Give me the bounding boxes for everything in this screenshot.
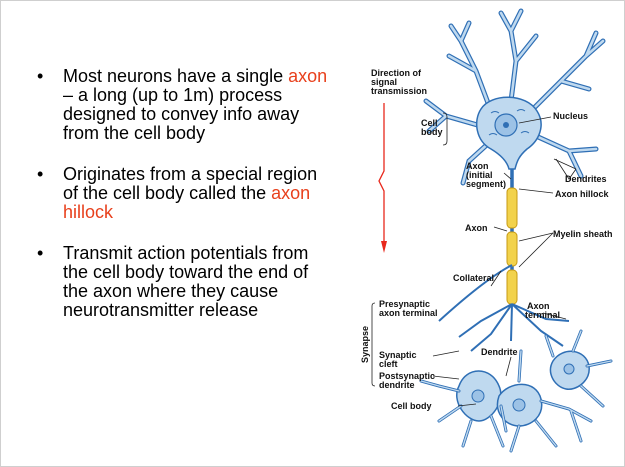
neuron-diagram: Direction of signal transmission	[360, 8, 613, 453]
bullet-text-pre: Transmit action potentials from the cell…	[63, 243, 309, 320]
lower-dendrites-fill	[420, 330, 612, 452]
bullet-dot: •	[37, 164, 44, 184]
axon-terminal-label-1: Axon	[527, 301, 550, 311]
axon-initial-label-3: segment)	[466, 179, 506, 189]
collateral-branch	[438, 264, 513, 322]
synaptic-cleft-label-1: Synaptic	[379, 350, 417, 360]
bullet-dot: •	[37, 66, 44, 86]
synaptic-cleft-label-2: cleft	[379, 359, 398, 369]
myelin-sheath-segments	[506, 187, 518, 305]
myelin-sheath-label: Myelin sheath	[553, 229, 613, 239]
bullet-text: Originates from a special region of the …	[63, 165, 337, 222]
axon-terminal-label-2: terminal	[525, 310, 560, 320]
bullet-item: • Most neurons have a single axon – a lo…	[37, 67, 337, 143]
callout-lines	[371, 112, 577, 407]
nucleolus	[503, 122, 509, 128]
bullet-item: • Transmit action potentials from the ce…	[37, 244, 337, 320]
bullet-list: • Most neurons have a single axon – a lo…	[37, 67, 337, 342]
cell-body-label-2: body	[421, 127, 443, 137]
bullet-text-pre: Most neurons have a single	[63, 66, 289, 86]
collateral-label: Collateral	[453, 273, 494, 283]
axon-initial-label-1: Axon	[466, 161, 489, 171]
axon-label: Axon	[465, 223, 488, 233]
direction-arrow	[378, 103, 387, 253]
highlight-axon: axon	[288, 66, 328, 86]
organelles	[488, 109, 530, 136]
bullet-text: Transmit action potentials from the cell…	[63, 244, 337, 320]
synapse-label: Synapse	[360, 326, 370, 363]
direction-label-3: transmission	[371, 86, 427, 96]
bullet-text-post: – a long (up to 1m) process designed to …	[63, 85, 300, 143]
bullet-text-pre: Originates from a special region of the …	[63, 164, 318, 203]
axon-hillock-label: Axon hillock	[555, 189, 610, 199]
highlight-axon-hillock: axon hillock	[63, 183, 311, 222]
nucleus-label: Nucleus	[553, 111, 588, 121]
cell-body-bottom-label: Cell body	[391, 401, 432, 411]
postsynaptic-label-1: Postsynaptic	[379, 371, 435, 381]
bullet-item: • Originates from a special region of th…	[37, 165, 337, 222]
presynaptic-label-1: Presynaptic	[379, 299, 430, 309]
axon-terminals	[458, 303, 570, 352]
lower-neurons	[456, 350, 590, 427]
dendrite-label: Dendrite	[481, 347, 518, 357]
lower-nuclei	[471, 363, 575, 412]
upper-dendrites	[423, 8, 606, 186]
direction-label-2: signal	[371, 77, 397, 87]
cell-body-label-1: Cell	[421, 118, 438, 128]
postsynaptic-label-2: dendrite	[379, 380, 415, 390]
direction-label-1: Direction of	[371, 68, 422, 78]
bullet-dot: •	[37, 243, 44, 263]
dendrites-label: Dendrites	[565, 174, 607, 184]
bullet-text: Most neurons have a single axon – a long…	[63, 67, 337, 143]
presynaptic-label-2: axon terminal	[379, 308, 438, 318]
axon-initial-label-2: (initial	[466, 170, 493, 180]
